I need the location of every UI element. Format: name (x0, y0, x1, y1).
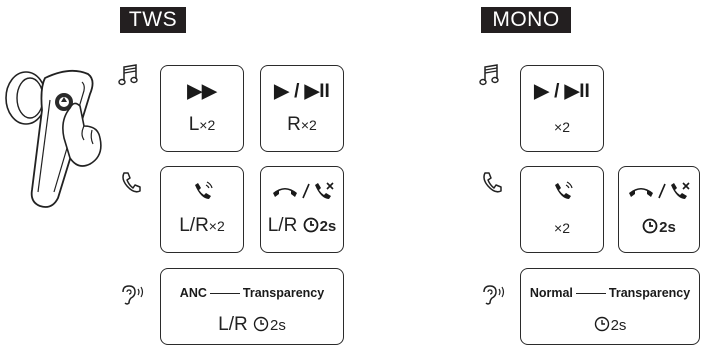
music-note-icon (118, 63, 140, 87)
play-pause-icon: ▶ / ▶II (274, 81, 330, 102)
hang-up-icon (625, 181, 695, 201)
tws-end-call-card: L/R 2s (260, 166, 344, 253)
tws-badge: TWS (120, 7, 186, 33)
mono-title: MONO (492, 8, 560, 31)
tws-answer-call-card: L/R×2 (160, 166, 244, 253)
mono-anc-gesture: 2s (521, 314, 699, 336)
tws-next-track-card: ▶▶ L×2 (160, 65, 244, 152)
earbud-illustration (0, 60, 110, 210)
tws-anc-gesture: L/R 2s (218, 314, 286, 335)
timer-icon (303, 217, 318, 233)
mono-answer-call-card: ×2 (520, 166, 604, 253)
mono-play-pause-card: ▶ / ▶II ×2 (520, 65, 604, 152)
fast-forward-icon: ▶▶ (187, 81, 217, 102)
music-note-icon (479, 63, 501, 87)
phone-ringing-icon (193, 181, 215, 201)
mono-end-call-card: 2s (618, 166, 700, 253)
play-pause-icon: ▶ / ▶II (534, 81, 590, 102)
tws-end-call-gesture: L/R 2s (267, 215, 337, 236)
mono-answer-call-gesture: ×2 (554, 220, 570, 236)
mono-badge: MONO (481, 7, 571, 33)
tws-play-pause-card: ▶ / ▶II R×2 (260, 65, 344, 152)
tws-next-track-gesture: L×2 (188, 114, 216, 135)
ear-anc-icon (119, 284, 144, 306)
mono-end-call-gesture: 2s (619, 216, 699, 238)
hang-up-icon (269, 181, 339, 201)
phone-ringing-icon (553, 181, 575, 201)
timer-icon (594, 316, 609, 332)
timer-icon (253, 316, 269, 332)
mode-separator (209, 293, 240, 295)
tws-play-pause-gesture: R×2 (287, 114, 317, 135)
timer-icon (642, 218, 658, 234)
tws-answer-call-gesture: L/R×2 (179, 215, 225, 236)
phone-icon (120, 171, 141, 193)
tws-title: TWS (128, 8, 178, 31)
mono-play-pause-gesture: ×2 (554, 119, 570, 135)
phone-icon (481, 171, 502, 193)
mode-separator (575, 293, 606, 295)
ear-anc-icon (480, 284, 505, 306)
